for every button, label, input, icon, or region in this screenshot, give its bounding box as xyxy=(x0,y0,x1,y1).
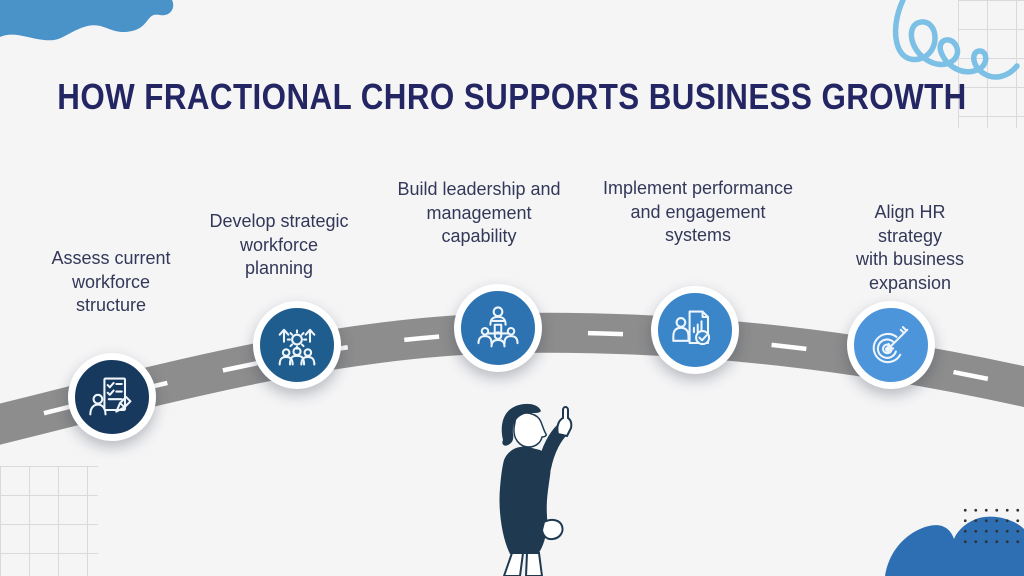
page-title: HOW FRACTIONAL CHRO SUPPORTS BUSINESS GR… xyxy=(57,76,967,117)
step-label-4: Implement performance and engagement sys… xyxy=(602,178,794,245)
milestone-circle-3 xyxy=(454,284,542,372)
leader-team-icon xyxy=(477,306,519,348)
milestone-circle-2 xyxy=(253,301,341,389)
step-label-1: Assess current workforce structure xyxy=(51,248,171,315)
milestone-circle-1 xyxy=(68,353,156,441)
performance-report-icon xyxy=(672,310,711,346)
gear-growth-team-icon xyxy=(278,328,316,366)
milestone-circle-5 xyxy=(847,301,935,389)
grid-pattern-bottom-left xyxy=(0,466,98,576)
grid-pattern-top-right xyxy=(958,0,1024,128)
step-label-3: Build leadership and management capabili… xyxy=(397,179,561,246)
walking-person-illustration xyxy=(499,403,573,576)
step-label-5: Align HR strategy with business expansio… xyxy=(855,202,965,293)
clipboard-person-icon xyxy=(89,377,132,416)
dot-pattern-bottom-right xyxy=(960,505,1024,549)
blob-top-left xyxy=(0,0,174,41)
milestone-circle-4 xyxy=(651,286,739,374)
target-arrow-icon xyxy=(872,326,909,364)
step-label-2: Develop strategic workforce planning xyxy=(209,211,349,278)
